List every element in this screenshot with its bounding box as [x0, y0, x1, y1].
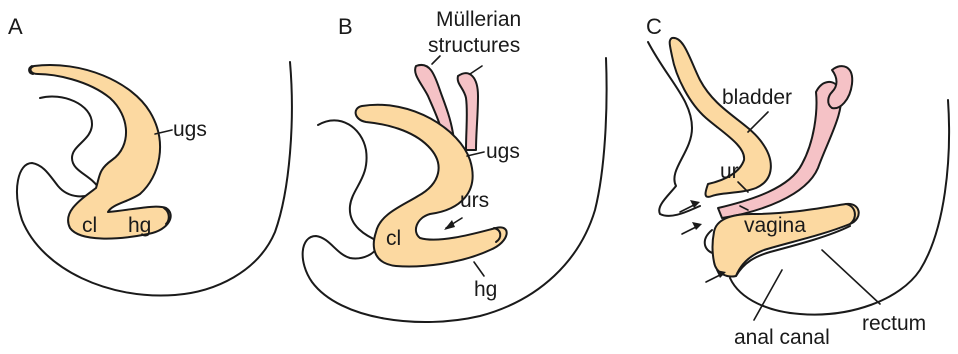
panel-c-label-anal-canal: anal canal: [734, 326, 830, 349]
panel-b-cloaca-shape: [356, 105, 507, 267]
panel-b-hg-leader: [474, 262, 484, 276]
panel-a-label-hg: hg: [128, 214, 151, 237]
panel-b: B Müllerian structures ugs urs cl hg: [303, 8, 607, 322]
panel-c-arrow-3: [706, 270, 726, 282]
panel-c-label-bladder: bladder: [722, 86, 792, 109]
panel-b-label-mullerian-2: structures: [428, 34, 520, 57]
panel-c-label-rectum: rectum: [862, 312, 926, 335]
panel-b-label-hg: hg: [474, 278, 497, 301]
panel-a-cloaca-shape: [31, 65, 171, 239]
panel-b-ugs-leader: [467, 152, 484, 156]
panel-b-label-cl: cl: [386, 227, 401, 250]
panel-c-anal-canal-leader: [754, 270, 782, 320]
panel-c-label-vagina: vagina: [744, 214, 806, 237]
panel-c: C bladder ur vagina anal canal rectum: [646, 14, 949, 349]
panel-a-letter: A: [8, 14, 23, 39]
panel-b-letter: B: [338, 14, 353, 39]
panel-b-urs-arrowhead: [444, 220, 455, 230]
panel-b-label-urs: urs: [460, 189, 489, 212]
panel-b-label-ugs: ugs: [486, 140, 520, 163]
panel-b-mullerian-leader-left: [432, 56, 440, 64]
panel-c-bladder-leader: [748, 112, 768, 132]
panel-a-embryo-outline: [17, 62, 292, 296]
panel-b-mullerian-leader-right: [470, 66, 482, 74]
panel-c-arrow-2: [682, 222, 702, 234]
panel-b-label-mullerian-1: Müllerian: [436, 8, 521, 31]
panel-b-mullerian-right: [458, 73, 478, 150]
panel-a-label-ugs: ugs: [173, 118, 207, 141]
panel-c-label-ur: ur: [720, 160, 739, 183]
panel-a: A ugs cl hg: [8, 14, 292, 296]
panel-c-rectum-leader: [822, 250, 880, 304]
panel-a-label-cl: cl: [82, 214, 97, 237]
panel-c-letter: C: [646, 14, 662, 39]
